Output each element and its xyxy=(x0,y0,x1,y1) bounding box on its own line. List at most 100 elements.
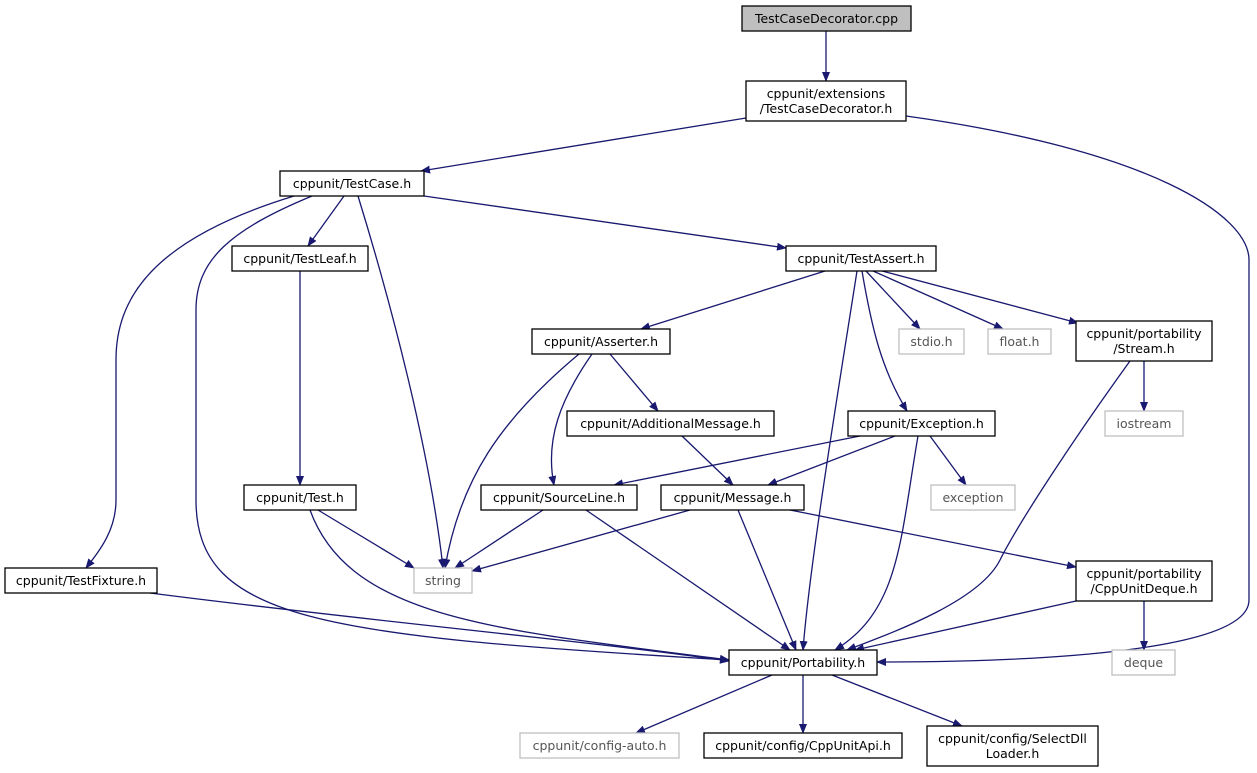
edge-line xyxy=(85,195,295,569)
node-testleaf[interactable]: cppunit/TestLeaf.h xyxy=(231,245,369,272)
node-message[interactable]: cppunit/Message.h xyxy=(660,484,805,511)
edge-line xyxy=(423,195,787,251)
edge-line xyxy=(846,360,1131,651)
edge-message-to-string xyxy=(471,509,691,573)
edge-line xyxy=(585,509,791,651)
edge-line xyxy=(357,195,446,569)
nodes-layer: TestCaseDecorator.cppcppunit/extensions/… xyxy=(4,5,1213,767)
edge-portability-to-configauto xyxy=(635,674,773,734)
node-label: cppunit/TestCase.h xyxy=(293,176,411,191)
node-label: iostream xyxy=(1117,416,1172,431)
edge-line xyxy=(767,435,896,486)
edge-testassert-to-stdio xyxy=(865,270,921,330)
edge-srcline-to-portability xyxy=(585,509,791,651)
node-box xyxy=(531,328,671,355)
edges-layer xyxy=(85,31,1250,734)
node-box xyxy=(926,725,1099,767)
node-label: exception xyxy=(942,490,1003,505)
node-label: cppunit/Portability.h xyxy=(741,655,865,670)
edge-testassert-to-exception_h xyxy=(861,270,908,412)
node-cppunitapi[interactable]: cppunit/config/CppUnitApi.h xyxy=(703,732,903,759)
node-box xyxy=(480,484,638,511)
edge-line xyxy=(420,117,747,174)
node-float: float.h xyxy=(987,328,1052,355)
edge-line xyxy=(640,270,826,331)
node-exception: exception xyxy=(930,484,1016,511)
edge-line xyxy=(681,435,734,486)
edge-line xyxy=(881,270,1079,325)
node-box xyxy=(660,484,805,511)
node-root[interactable]: TestCaseDecorator.cpp xyxy=(741,5,912,32)
node-iostream: iostream xyxy=(1104,410,1184,437)
node-box xyxy=(741,5,912,32)
node-label: cppunit/Test.h xyxy=(256,490,344,505)
node-configauto: cppunit/config-auto.h xyxy=(519,732,680,759)
node-box xyxy=(243,484,357,511)
node-label: cppunit/TestAssert.h xyxy=(798,251,925,266)
edge-line xyxy=(309,509,730,663)
node-label: cppunit/extensions xyxy=(767,86,886,101)
node-box xyxy=(566,410,775,437)
edge-exception_h-to-srcline xyxy=(613,435,861,488)
edge-addmsg-to-message xyxy=(681,435,734,486)
node-deque_h[interactable]: cppunit/portability/CppUnitDeque.h xyxy=(1075,560,1213,602)
node-label: cppunit/config/SelectDll xyxy=(938,731,1087,746)
edge-test-to-string xyxy=(317,509,415,569)
edge-line xyxy=(613,435,861,488)
edge-line xyxy=(149,592,730,664)
node-box xyxy=(231,245,369,272)
node-exception_h[interactable]: cppunit/Exception.h xyxy=(847,410,996,437)
edge-testassert-to-asserter xyxy=(640,270,826,331)
edge-line xyxy=(929,435,967,486)
node-label: cppunit/portability xyxy=(1086,566,1202,581)
node-box xyxy=(1075,560,1213,602)
node-box xyxy=(785,245,937,272)
edge-testcase-to-portability xyxy=(195,195,730,664)
node-fixture[interactable]: cppunit/TestFixture.h xyxy=(4,567,158,594)
node-box xyxy=(847,410,996,437)
node-label: cppunit/config/CppUnitApi.h xyxy=(715,738,891,753)
node-label: /Stream.h xyxy=(1113,341,1174,356)
edge-line xyxy=(737,509,797,651)
node-deque: deque xyxy=(1111,649,1176,676)
node-box xyxy=(728,649,878,676)
node-label: Loader.h xyxy=(986,746,1040,761)
node-box xyxy=(519,732,680,759)
edge-line xyxy=(548,353,593,486)
edge-line xyxy=(876,115,1250,666)
edge-line xyxy=(789,509,1077,570)
node-testcase[interactable]: cppunit/TestCase.h xyxy=(279,170,425,197)
edge-testcase-to-testassert xyxy=(423,195,787,251)
node-testassert[interactable]: cppunit/TestAssert.h xyxy=(785,245,937,272)
edge-line xyxy=(854,600,1077,652)
node-portability[interactable]: cppunit/Portability.h xyxy=(728,649,878,676)
edge-testcase-to-testleaf xyxy=(307,195,345,247)
node-box xyxy=(1111,649,1176,676)
edge-line xyxy=(861,270,908,412)
edge-message-to-deque_h xyxy=(789,509,1077,570)
node-label: cppunit/TestLeaf.h xyxy=(243,251,356,266)
node-label: cppunit/portability xyxy=(1086,326,1202,341)
edge-testcase-to-fixture xyxy=(85,195,295,569)
edge-line xyxy=(865,270,921,330)
edge-tcd-to-testcase xyxy=(420,117,747,174)
edge-exception_h-to-portability xyxy=(834,435,919,651)
edge-srcline-to-string xyxy=(454,509,544,569)
edge-fixture-to-portability xyxy=(149,592,730,664)
node-test[interactable]: cppunit/Test.h xyxy=(243,484,357,511)
node-label: cppunit/Exception.h xyxy=(859,416,984,431)
node-srcline[interactable]: cppunit/SourceLine.h xyxy=(480,484,638,511)
node-tcd[interactable]: cppunit/extensions/TestCaseDecorator.h xyxy=(745,80,907,122)
edge-line xyxy=(635,674,773,734)
node-string: string xyxy=(413,567,473,594)
node-box xyxy=(703,732,903,759)
node-box xyxy=(987,328,1052,355)
edge-asserter-to-string xyxy=(442,353,580,569)
node-asserter[interactable]: cppunit/Asserter.h xyxy=(531,328,671,355)
edge-test-to-portability xyxy=(309,509,730,663)
edge-line xyxy=(609,353,659,412)
node-stream[interactable]: cppunit/portability/Stream.h xyxy=(1075,320,1213,362)
node-addmsg[interactable]: cppunit/AdditionalMessage.h xyxy=(566,410,775,437)
